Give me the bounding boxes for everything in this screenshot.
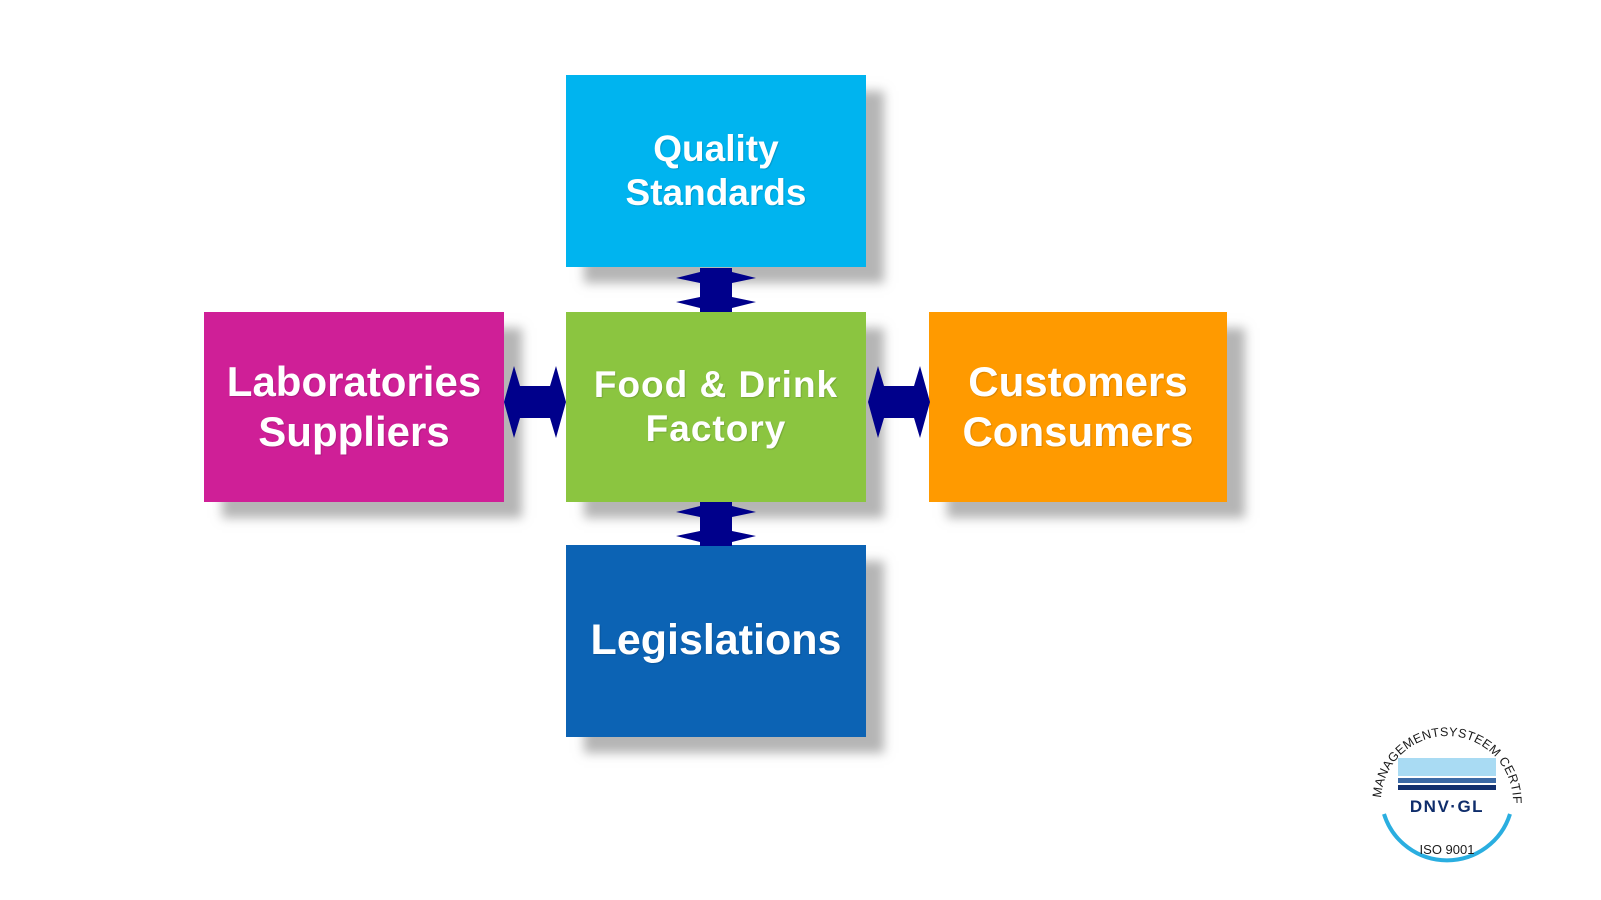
seal-arc-text: MANAGEMENTSYSTEEM CERTIFICATIE	[1362, 710, 1524, 804]
customers-consumers-box: Customers Consumers	[929, 312, 1227, 502]
legislations-label: Legislations	[590, 616, 842, 665]
seal-brand-text: DNV·GL	[1410, 797, 1484, 816]
double-arrow-horizontal-left-icon	[504, 366, 566, 438]
food-drink-factory-box: Food & Drink Factory	[566, 312, 866, 502]
laboratories-suppliers-box: Laboratories Suppliers	[204, 312, 504, 502]
labs-label-line-1: Laboratories	[226, 357, 482, 405]
legislations-box: Legislations	[566, 545, 866, 737]
double-arrow-vertical-bottom-icon	[676, 502, 756, 546]
quality-standards-box: Quality Standards	[566, 75, 866, 267]
svg-text:MANAGEMENTSYSTEEM CERTIFICATIE: MANAGEMENTSYSTEEM CERTIFICATIE	[1362, 710, 1524, 804]
double-arrow-horizontal-right-icon	[868, 366, 930, 438]
labs-label-line-2: Suppliers	[258, 408, 450, 455]
customers-label-line-2: Consumers	[962, 408, 1194, 455]
quality-standards-label-line-1: Quality	[653, 127, 779, 169]
customers-label-line-1: Customers	[968, 357, 1188, 405]
seal-standard-text: ISO 9001	[1420, 842, 1475, 857]
factory-label-line-1: Food & Drink	[593, 363, 839, 405]
dnv-gl-certificate-seal: MANAGEMENTSYSTEEM CERTIFICATIE DNV·GL IS…	[1362, 710, 1524, 863]
factory-label-line-2: Factory	[645, 408, 787, 449]
double-arrow-vertical-top-icon	[676, 268, 756, 312]
quality-standards-label-line-2: Standards	[625, 172, 807, 213]
